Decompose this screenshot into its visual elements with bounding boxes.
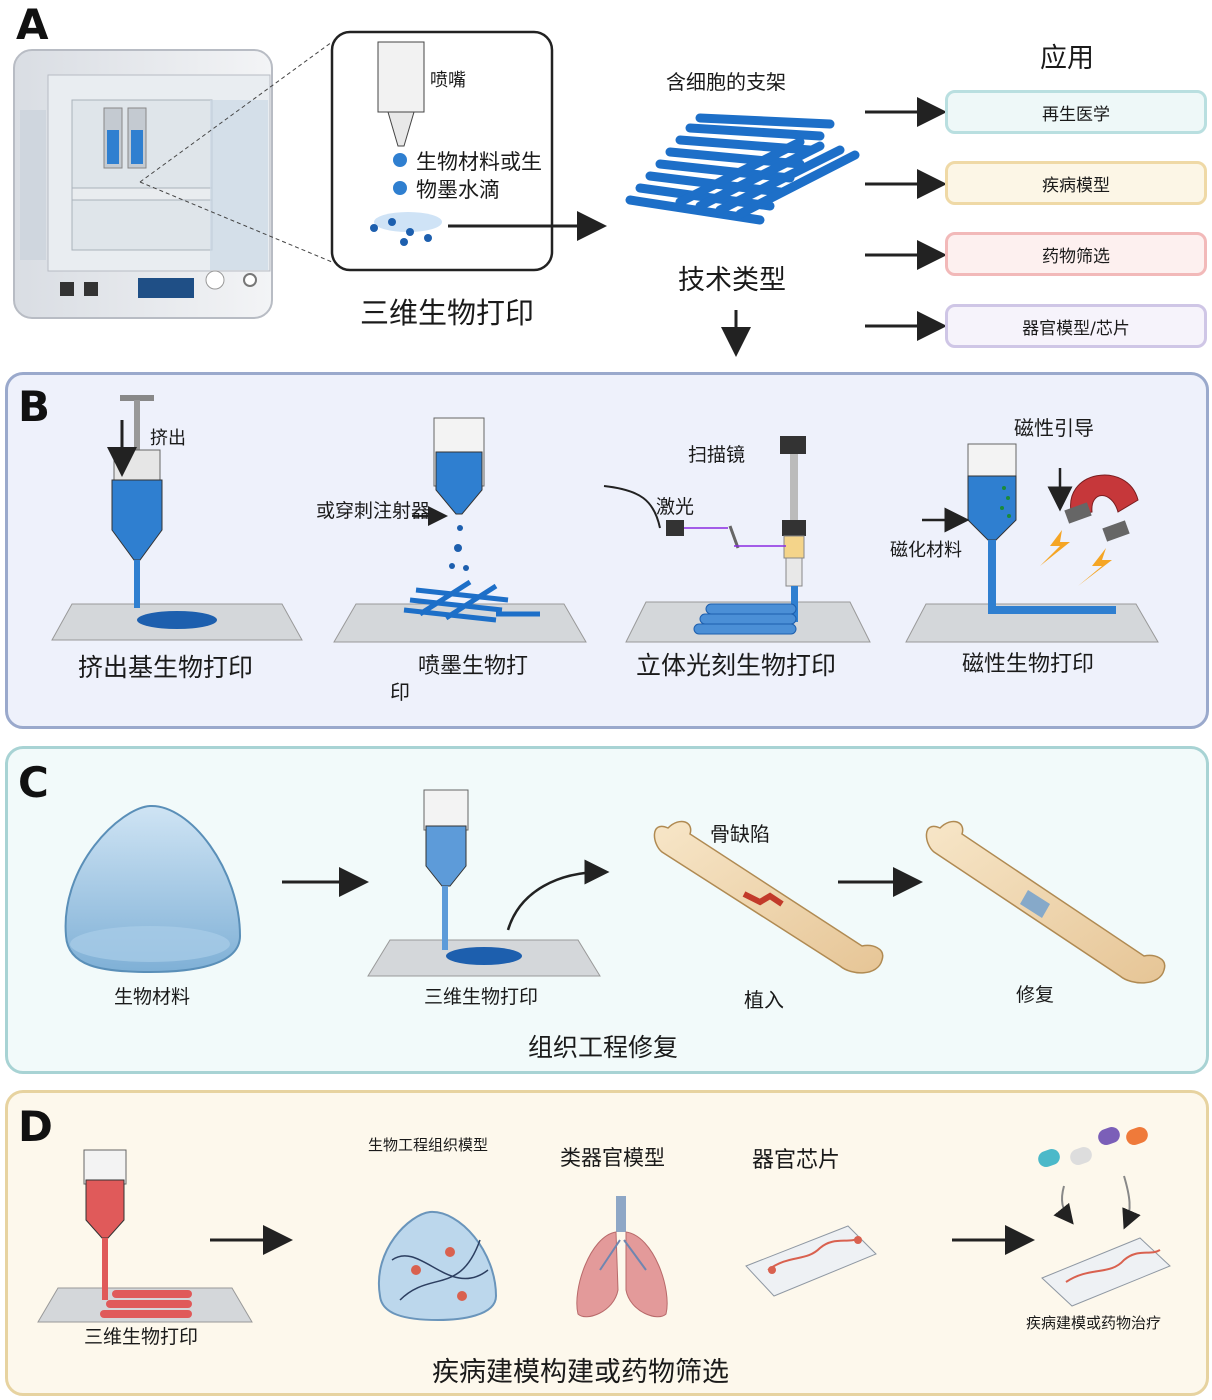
magnetic-printer (905, 443, 1159, 643)
printing-label-a: 三维生物打印 (360, 296, 535, 330)
bioprinter-d (37, 1149, 253, 1323)
panel-letter-a: A (16, 0, 49, 49)
app-label: 药物筛选 (1042, 246, 1110, 267)
scaffold-label: 含细胞的支架 (666, 70, 786, 94)
bone-defect (653, 820, 884, 974)
extrude-label: 挤出 (150, 428, 186, 449)
panel-letter-d: D (18, 1102, 53, 1151)
biomaterial-blob (64, 804, 242, 974)
nozzle-zoom-box (330, 30, 554, 272)
bioprinter-c (367, 789, 610, 977)
bone-defect-label: 骨缺陷 (710, 822, 770, 846)
inkjet-title-line1: 喷墨生物打 (418, 654, 529, 679)
scanner-label: 扫描镜 (688, 444, 746, 466)
lung-organoid (576, 1196, 668, 1318)
laser-label: 激光 (656, 496, 695, 518)
inkjet-printer (333, 417, 587, 643)
nozzle-label: 喷嘴 (430, 70, 466, 91)
magnetic-title: 磁性生物打印 (962, 652, 1095, 677)
app-regenerative-medicine: 再生医学 (945, 90, 1207, 134)
tissue-model (377, 1210, 498, 1322)
organoid-label: 类器官模型 (560, 1146, 665, 1170)
extrusion-printer (51, 395, 303, 641)
bioprinter-illustration (13, 41, 333, 319)
app-label: 器官模型/芯片 (1022, 318, 1130, 339)
needle-label: 或穿刺注射器 (316, 500, 431, 522)
caption-c: 组织工程修复 (528, 1033, 679, 1062)
app-organ-chip: 器官模型/芯片 (945, 304, 1207, 348)
stereolithography-printer (603, 436, 871, 643)
applications-title: 应用 (1040, 43, 1094, 74)
app-label: 疾病模型 (1042, 175, 1110, 196)
panel-letter-c: C (18, 758, 49, 807)
biomaterial-label: 生物材料 (114, 986, 191, 1008)
printing-label-d: 三维生物打印 (84, 1326, 199, 1348)
magnetized-label: 磁化材料 (890, 540, 962, 561)
caption-d: 疾病建模构建或药物筛选 (432, 1357, 729, 1388)
app-disease-model: 疾病模型 (945, 161, 1207, 205)
inkjet-title-line2: 印 (390, 680, 410, 704)
app-label: 再生医学 (1042, 104, 1110, 125)
panel-b (5, 372, 1209, 729)
organ-chip (745, 1225, 877, 1297)
droplet-label-line2: 物墨水滴 (416, 178, 500, 202)
extrusion-title: 挤出基生物打印 (78, 653, 254, 682)
printing-label-c: 三维生物打印 (424, 986, 539, 1008)
stereo-title: 立体光刻生物打印 (636, 651, 837, 680)
droplet-label-line1: 生物材料或生 (416, 150, 542, 174)
repair-label: 修复 (1016, 984, 1055, 1006)
tech-types-label: 技术类型 (678, 265, 786, 296)
disease-label: 疾病建模或药物治疗 (1026, 1314, 1162, 1332)
repaired-bone (925, 820, 1166, 984)
panel-letter-b: B (18, 382, 51, 431)
app-drug-screening: 药物筛选 (945, 232, 1207, 276)
tissue-model-label: 生物工程组织模型 (368, 1136, 489, 1154)
organ-chip-label: 器官芯片 (752, 1148, 841, 1173)
magnetic-guide-label: 磁性引导 (1014, 416, 1094, 440)
implant-label: 植入 (744, 988, 784, 1012)
drug-chip (1038, 1126, 1171, 1307)
scaffold-illustration (625, 113, 860, 225)
